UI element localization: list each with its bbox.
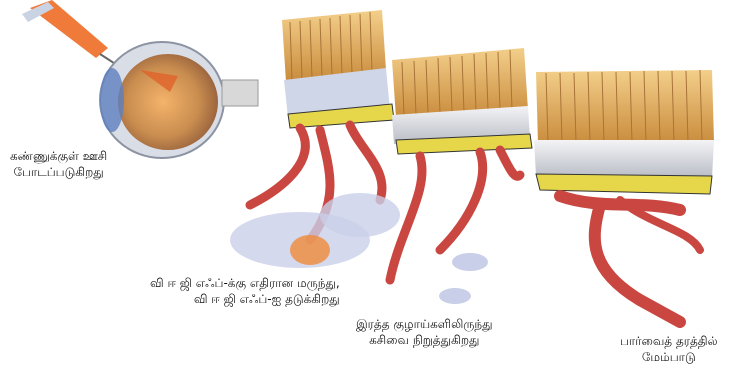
retina-panel-after: [534, 70, 714, 322]
stop-leak-label: இரத்த குழாய்களிலிருந்து கசிவை நிறுத்துகி…: [356, 316, 493, 348]
vision-improvement-label: பார்வைத் தரத்தில் மேம்பாடு: [620, 333, 718, 365]
eye-illustration: [100, 42, 258, 158]
anti-vegf-label: வி ஈ ஜி எஃப்-க்கு எதிரான மருந்து, வி ஈ ஜ…: [150, 275, 340, 307]
retina-panel-during: [390, 48, 532, 304]
injection-label: கண்ணுக்குள் ஊசி போடப்படுகிறது: [10, 148, 107, 180]
retina-panel-before: [230, 10, 400, 268]
